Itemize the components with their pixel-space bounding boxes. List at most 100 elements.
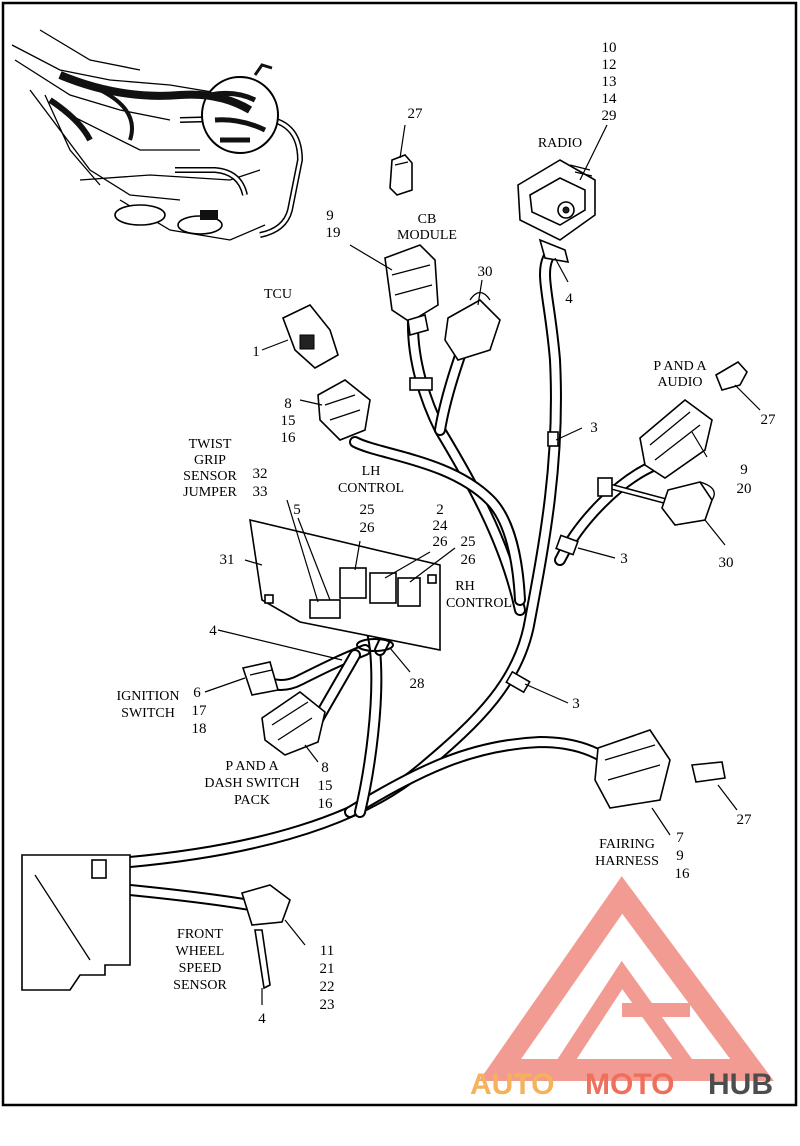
- lh-control-connector: [317, 379, 371, 441]
- cb-label-1: CB: [418, 212, 437, 227]
- radio-num-12: 12: [602, 57, 617, 73]
- clip-3-low: [505, 670, 531, 694]
- pa-audio-num: 27: [761, 412, 777, 428]
- front-wheel-speed-connector: [240, 884, 291, 990]
- radio-connector: [517, 159, 596, 263]
- front-label-3: SPEED: [179, 961, 222, 976]
- ignition-switch-connector: [241, 661, 280, 696]
- cb-clip: [409, 377, 433, 391]
- pa-audio-conn-num-20: 20: [737, 481, 752, 497]
- cb-label-2: MODULE: [397, 228, 457, 243]
- radio-num-29: 29: [602, 108, 617, 124]
- lh-label-2: CONTROL: [338, 481, 404, 496]
- cable-tie-28: [356, 638, 394, 652]
- cap-30-right: [661, 481, 715, 526]
- fairing-num-9: 9: [676, 848, 684, 864]
- pa-audio-tab: [715, 360, 748, 391]
- tcu-num: 1: [252, 344, 260, 360]
- ign-label-2: SWITCH: [121, 706, 175, 721]
- dash-label-3: PACK: [234, 793, 270, 808]
- twist-label-3: SENSOR: [183, 469, 237, 484]
- clip-left-num: 4: [209, 623, 217, 639]
- rh-num-25: 25: [461, 534, 476, 550]
- lh-label-1: LH: [362, 464, 381, 479]
- twist-num-32: 32: [253, 466, 268, 482]
- dash-label-2: DASH SWITCH: [204, 776, 299, 791]
- front-num-11: 11: [320, 943, 334, 959]
- radio-num-10: 10: [602, 40, 617, 56]
- dash-switch-connector: [261, 691, 326, 756]
- watermark-logo: [478, 876, 774, 1081]
- clip-mid-num: 3: [620, 551, 628, 567]
- top-connector-num: 27: [408, 106, 424, 122]
- lh-conn-num-26: 26: [360, 520, 376, 536]
- pa-audio-label-1: P AND A: [653, 359, 707, 374]
- mid-num-26: 26: [433, 534, 449, 550]
- label-radio-nums: 10 12 13 14 29: [602, 40, 618, 124]
- front-num-23: 23: [320, 997, 335, 1013]
- dash-num-16: 16: [318, 796, 334, 812]
- fairing-body: [21, 854, 131, 991]
- watermark-part-1: AUTO: [470, 1068, 554, 1101]
- twist-label-1: TWIST: [189, 437, 232, 452]
- bracket-num: 31: [220, 552, 235, 568]
- front-num-22: 22: [320, 979, 335, 995]
- dash-label-1: P AND A: [225, 759, 279, 774]
- clip-3-mid: [555, 534, 579, 556]
- ign-label-1: IGNITION: [117, 689, 180, 704]
- clip-upper-num: 3: [590, 420, 598, 436]
- fairing-num-16: 16: [675, 866, 691, 882]
- rh-label-2: CONTROL: [446, 596, 512, 611]
- top-connector-27: [389, 154, 413, 196]
- radio-num-14: 14: [602, 91, 618, 107]
- ign-num-17: 17: [192, 703, 208, 719]
- cb-num-9: 9: [326, 208, 334, 224]
- front-label-4: SENSOR: [173, 978, 227, 993]
- frame-thumbnail: [11, 29, 304, 241]
- radio-num-13: 13: [602, 74, 617, 90]
- lh-conn-num-25: 25: [360, 502, 375, 518]
- diagram-border: [1, 1, 798, 1107]
- front-label-2: WHEEL: [176, 944, 225, 959]
- clip-3-upper: [547, 431, 559, 447]
- radio-label: RADIO: [538, 136, 582, 151]
- cap-right-num: 30: [719, 555, 734, 571]
- control-bracket: [249, 518, 441, 651]
- leader-lines: [204, 124, 761, 1005]
- fairing-side-num: 27: [737, 812, 753, 828]
- mid-num-24: 24: [433, 518, 449, 534]
- front-label-1: FRONT: [177, 927, 223, 942]
- cb-cap-num: 30: [478, 264, 493, 280]
- ign-num-18: 18: [192, 721, 207, 737]
- front-num-21: 21: [320, 961, 335, 977]
- tcu-connector: [281, 304, 339, 369]
- fairing-harness-connector: [594, 729, 671, 809]
- twist-num-33: 33: [253, 484, 268, 500]
- lh-num-16: 16: [281, 430, 297, 446]
- fairing-label-1: FAIRING: [599, 837, 655, 852]
- dash-num-15: 15: [318, 778, 333, 794]
- mid-num-2: 2: [436, 502, 444, 518]
- pa-audio-conn-num-9: 9: [740, 462, 748, 478]
- clip-low-num: 3: [572, 696, 580, 712]
- dash-num-8: 8: [321, 760, 329, 776]
- cb-num-19: 19: [326, 225, 341, 241]
- pa-audio-label-2: AUDIO: [657, 375, 702, 390]
- fairing-side-tab-27: [691, 761, 726, 783]
- fairing-label-2: HARNESS: [595, 854, 659, 869]
- cb-cap-30: [444, 291, 501, 361]
- radio-clip-num: 4: [565, 291, 573, 307]
- rh-num-26: 26: [461, 552, 477, 568]
- tie-num: 28: [410, 676, 425, 692]
- watermark-part-2: MOTO: [585, 1068, 674, 1101]
- cb-module-connector: [384, 244, 439, 337]
- jumper-num: 5: [293, 502, 301, 518]
- lh-num-15: 15: [281, 413, 296, 429]
- watermark-part-3: HUB: [708, 1068, 773, 1101]
- rh-label-1: RH: [455, 579, 474, 594]
- clip-branch: [597, 477, 613, 497]
- twist-label-2: GRIP: [194, 453, 226, 468]
- front-clip-num: 4: [258, 1011, 266, 1027]
- fairing-num-7: 7: [676, 830, 684, 846]
